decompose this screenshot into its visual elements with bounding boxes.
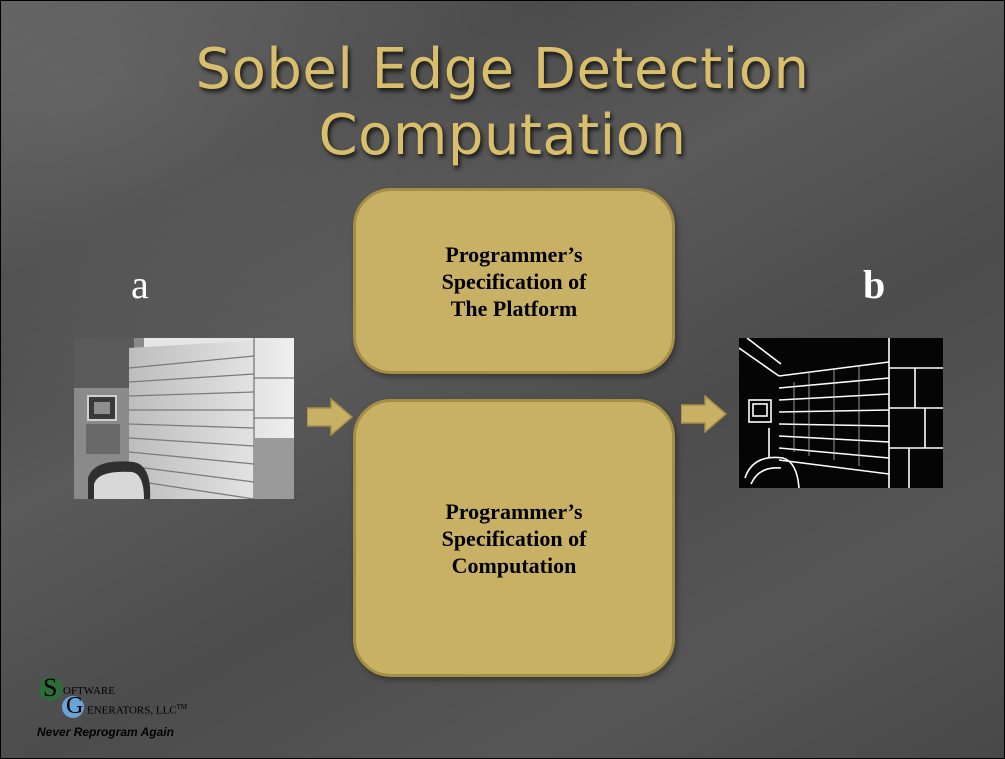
input-label: a xyxy=(131,262,149,307)
platform-spec-line-1: Programmer’s xyxy=(445,241,583,267)
platform-spec-line-3: The Platform xyxy=(450,295,578,321)
title-line-2: Computation xyxy=(318,103,687,168)
platform-spec-box: Programmer’s Specification of The Platfo… xyxy=(353,188,675,374)
computation-spec-line-3: Computation xyxy=(451,552,577,578)
logo-trademark: TM xyxy=(176,703,188,711)
output-edge-photo xyxy=(739,338,943,488)
input-arrow xyxy=(307,398,353,436)
computation-spec-line-2: Specification of xyxy=(441,525,587,551)
input-photo xyxy=(74,338,294,499)
logo-tagline: Never Reprogram Again xyxy=(37,725,174,739)
software-generators-logo: S G OFTWARE ENERATORS, LLCTM Never Repro… xyxy=(37,673,207,743)
logo-text-line-1: OFTWARE xyxy=(63,685,115,697)
computation-spec-line-1: Programmer’s xyxy=(445,498,583,524)
logo-letter-g: G xyxy=(66,693,84,719)
output-arrow xyxy=(681,395,727,433)
logo-text-line-2: ENERATORS, LLCTM xyxy=(87,703,187,717)
computation-spec-box: Programmer’s Specification of Computatio… xyxy=(353,399,675,677)
output-label: b xyxy=(863,262,886,307)
title-line-1: Sobel Edge Detection xyxy=(195,37,810,102)
slide-title: Sobel Edge Detection Computation xyxy=(1,37,1004,169)
platform-spec-line-2: Specification of xyxy=(441,268,587,294)
logo-mark-icon xyxy=(39,677,84,718)
logo-letter-s: S xyxy=(43,673,58,702)
logo-company-name: ENERATORS, LLC xyxy=(87,704,177,717)
